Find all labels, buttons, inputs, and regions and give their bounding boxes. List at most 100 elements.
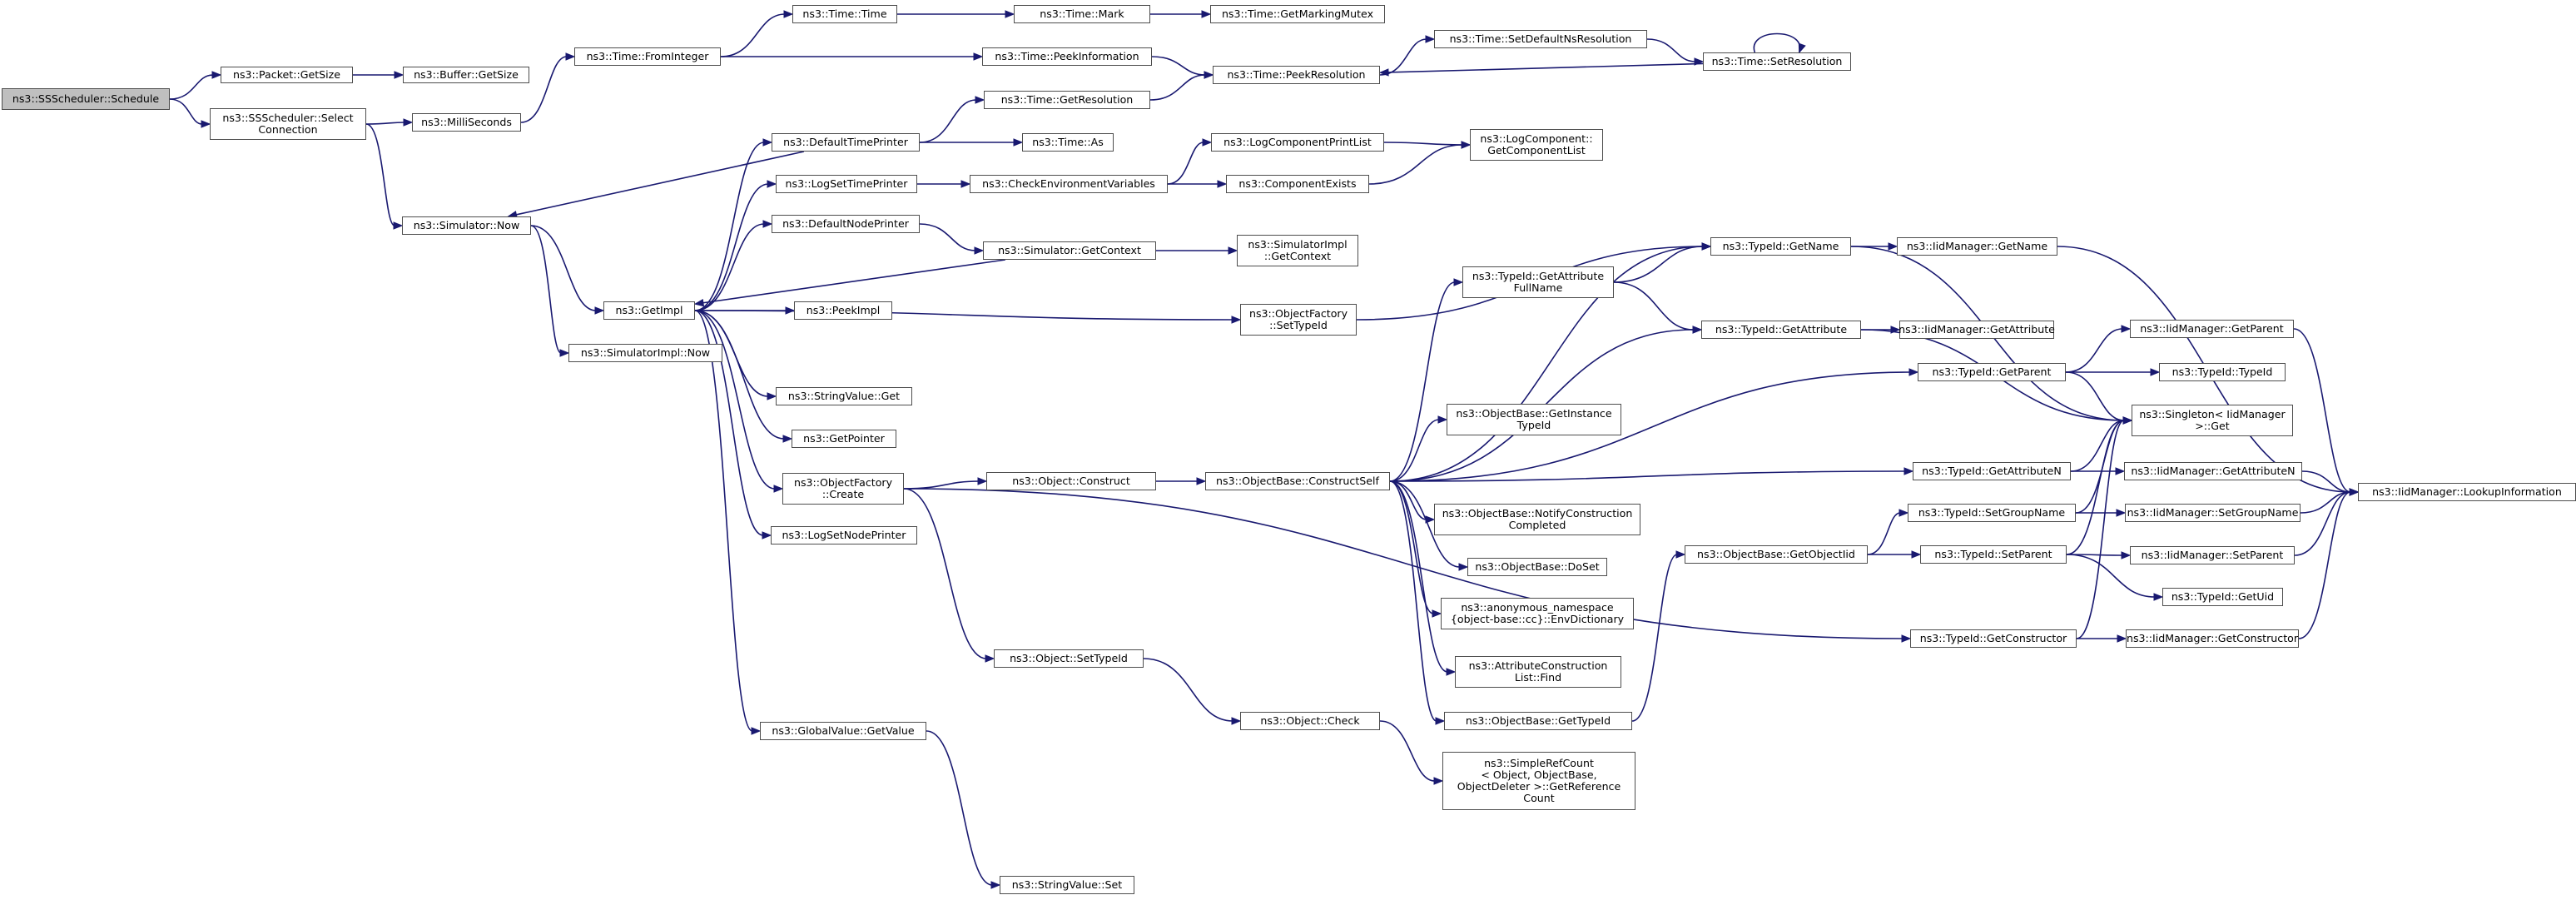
graph-node-sim-getcontext[interactable]: ns3::Simulator::GetContext: [983, 241, 1156, 260]
graph-node-objfact-settypeid[interactable]: ns3::ObjectFactory ::SetTypeId: [1240, 304, 1357, 336]
graph-node-anon-envdict[interactable]: ns3::anonymous_namespace {object-base::c…: [1441, 598, 1634, 629]
graph-node-logcomp-getlist[interactable]: ns3::LogComponent:: GetComponentList: [1470, 129, 1603, 161]
graph-node-deftimeprinter[interactable]: ns3::DefaultTimePrinter: [772, 133, 920, 152]
edge-getobjectiid-to-typeid-setgroupname: [1867, 509, 1909, 555]
graph-node-getpointer[interactable]: ns3::GetPointer: [792, 430, 896, 448]
edge-checkenv-to-logcompprintlist: [1167, 138, 1213, 185]
graph-node-iid-getattr[interactable]: ns3::IidManager::GetAttribute: [1898, 321, 2055, 339]
graph-node-stringvalue-set[interactable]: ns3::StringValue::Set: [1000, 876, 1134, 894]
graph-node-typeid-getconstructor[interactable]: ns3::TypeId::GetConstructor: [1910, 629, 2077, 648]
graph-node-object-settypeid[interactable]: ns3::Object::SetTypeId: [994, 649, 1144, 668]
graph-node-iid-getparent[interactable]: ns3::IidManager::GetParent: [2130, 320, 2294, 338]
graph-node-millisec[interactable]: ns3::MilliSeconds: [412, 113, 521, 132]
graph-node-simimpl-now[interactable]: ns3::SimulatorImpl::Now: [568, 344, 722, 362]
edge-root-to-ss-select: [169, 98, 211, 128]
edge-typeid-getparent-to-typeid-typeid: [2066, 368, 2161, 376]
graph-node-typeid-setgroupname[interactable]: ns3::TypeId::SetGroupName: [1908, 504, 2076, 522]
edge-sim-now-to-simimpl-now: [530, 225, 570, 357]
edge-constructself-to-attrconstr-find: [1389, 480, 1457, 676]
edge-typeid-getattrn-to-iid-getattrn: [2070, 467, 2126, 475]
edge-time-time-to-time-mark: [897, 10, 1015, 18]
graph-node-singleton-get[interactable]: ns3::Singleton< IidManager >::Get: [2132, 405, 2293, 436]
edge-typeid-getattrfullname-to-typeid-getname: [1613, 242, 1712, 283]
edge-getimpl-to-objfact-create: [694, 310, 784, 493]
graph-node-typeid-typeid[interactable]: ns3::TypeId::TypeId: [2159, 363, 2286, 381]
graph-node-logcompprintlist[interactable]: ns3::LogComponentPrintList: [1211, 133, 1384, 152]
edge-deftimeprinter-to-getres: [919, 96, 985, 143]
edge-typeid-getconstructor-to-singleton-get: [2076, 416, 2133, 639]
graph-node-time-as[interactable]: ns3::Time::As: [1022, 133, 1114, 152]
graph-node-object-construct[interactable]: ns3::Object::Construct: [986, 472, 1156, 490]
edge-constructself-to-objbase-gettypeid: [1389, 480, 1446, 725]
graph-node-simimpl-getcontext[interactable]: ns3::SimulatorImpl ::GetContext: [1237, 235, 1358, 266]
edge-globalvalue-getvalue-to-stringvalue-set: [926, 730, 1001, 889]
edge-sim-now-to-getimpl: [530, 225, 605, 315]
graph-node-peekinfo[interactable]: ns3::Time::PeekInformation: [982, 47, 1152, 66]
graph-node-getimpl[interactable]: ns3::GetImpl: [603, 301, 695, 320]
graph-node-logsettimeprinter[interactable]: ns3::LogSetTimePrinter: [776, 175, 917, 193]
edge-typeid-getattrfullname-to-typeid-getattr: [1613, 281, 1703, 334]
graph-node-logsetnodeprinter[interactable]: ns3::LogSetNodePrinter: [771, 526, 917, 544]
edge-object-settypeid-to-object-check: [1143, 658, 1242, 725]
graph-node-typeid-setparent[interactable]: ns3::TypeId::SetParent: [1920, 545, 2067, 564]
graph-node-objbase-doset[interactable]: ns3::ObjectBase::DoSet: [1467, 558, 1607, 576]
graph-node-typeid-getparent[interactable]: ns3::TypeId::GetParent: [1918, 363, 2066, 381]
graph-node-iid-setparent[interactable]: ns3::IidManager::SetParent: [2130, 546, 2295, 564]
graph-node-typeid-getattr[interactable]: ns3::TypeId::GetAttribute: [1701, 321, 1861, 339]
graph-node-typeid-getattrn[interactable]: ns3::TypeId::GetAttributeN: [1913, 462, 2071, 480]
graph-node-iid-getname[interactable]: ns3::IidManager::GetName: [1897, 237, 2057, 256]
graph-node-peekres[interactable]: ns3::Time::PeekResolution: [1213, 66, 1380, 84]
graph-node-typeid-getuid[interactable]: ns3::TypeId::GetUid: [2162, 588, 2283, 606]
graph-node-objfact-create[interactable]: ns3::ObjectFactory ::Create: [782, 473, 904, 505]
edge-setres-to-peekres: [1378, 62, 1704, 77]
edge-typeid-getconstructor-to-iid-getconstructor: [2076, 634, 2127, 643]
edge-sim-getcontext-to-simimpl-getcontext: [1155, 246, 1238, 255]
graph-node-checkenv[interactable]: ns3::CheckEnvironmentVariables: [970, 175, 1168, 193]
graph-node-setdefns[interactable]: ns3::Time::SetDefaultNsResolution: [1434, 30, 1647, 48]
graph-node-getobjectiid[interactable]: ns3::ObjectBase::GetObjectIid: [1685, 545, 1868, 564]
graph-node-object-check[interactable]: ns3::Object::Check: [1240, 712, 1380, 730]
graph-node-stringvalue-get[interactable]: ns3::StringValue::Get: [776, 387, 912, 405]
edge-getimpl-to-logsetnodeprinter: [694, 310, 772, 540]
edge-typeid-setgroupname-to-iid-setgroupname: [2075, 509, 2127, 517]
graph-node-simplerefcount[interactable]: ns3::SimpleRefCount < Object, ObjectBase…: [1442, 752, 1635, 810]
edge-ss-select-to-millisec: [365, 118, 414, 127]
edge-deftimeprinter-to-time-as: [919, 138, 1024, 147]
graph-node-getmarkingmutex[interactable]: ns3::Time::GetMarkingMutex: [1210, 5, 1385, 23]
graph-node-constructself[interactable]: ns3::ObjectBase::ConstructSelf: [1205, 472, 1390, 490]
graph-node-time-time[interactable]: ns3::Time::Time: [792, 5, 897, 23]
graph-node-iid-lookup[interactable]: ns3::IidManager::LookupInformation: [2358, 483, 2576, 501]
edge-constructself-to-typeid-getattrfullname: [1389, 278, 1464, 482]
edge-object-construct-to-constructself: [1156, 477, 1207, 485]
edge-constructself-to-typeid-getparent: [1389, 368, 1919, 482]
graph-node-compexists[interactable]: ns3::ComponentExists: [1226, 175, 1369, 193]
graph-node-typeid-getattrfullname[interactable]: ns3::TypeId::GetAttribute FullName: [1462, 266, 1614, 298]
graph-node-iid-getattrn[interactable]: ns3::IidManager::GetAttributeN: [2124, 462, 2302, 480]
edge-frominteger-to-time-time: [720, 10, 794, 57]
edge-objfact-create-to-object-settypeid: [903, 488, 995, 663]
graph-node-ss-select[interactable]: ns3::SSScheduler::Select Connection: [210, 108, 366, 140]
edge-packet-getsize-to-buffer-getsize: [353, 71, 405, 79]
graph-node-iid-setgroupname[interactable]: ns3::IidManager::SetGroupName: [2125, 504, 2301, 522]
graph-node-frominteger[interactable]: ns3::Time::FromInteger: [574, 47, 721, 66]
graph-node-attrconstr-find[interactable]: ns3::AttributeConstruction List::Find: [1455, 656, 1621, 688]
graph-node-globalvalue-getvalue[interactable]: ns3::GlobalValue::GetValue: [760, 722, 926, 740]
edge-root-to-packet-getsize: [169, 71, 222, 100]
edge-object-check-to-simplerefcount: [1379, 720, 1444, 785]
graph-node-buffer-getsize[interactable]: ns3::Buffer::GetSize: [403, 67, 529, 83]
edge-ss-select-to-sim-now: [365, 123, 404, 230]
graph-node-typeid-getname[interactable]: ns3::TypeId::GetName: [1710, 237, 1851, 256]
graph-node-getres[interactable]: ns3::Time::GetResolution: [984, 91, 1150, 109]
graph-node-notifyconstr[interactable]: ns3::ObjectBase::NotifyConstruction Comp…: [1434, 504, 1640, 535]
graph-node-defnodeprinter[interactable]: ns3::DefaultNodePrinter: [772, 215, 920, 233]
graph-node-iid-getconstructor[interactable]: ns3::IidManager::GetConstructor: [2126, 629, 2299, 648]
graph-node-objbase-gettypeid[interactable]: ns3::ObjectBase::GetTypeId: [1444, 712, 1632, 730]
graph-node-peekimpl[interactable]: ns3::PeekImpl: [794, 301, 892, 320]
graph-node-packet-getsize[interactable]: ns3::Packet::GetSize: [221, 67, 353, 83]
graph-node-sim-now[interactable]: ns3::Simulator::Now: [402, 216, 531, 235]
edge-sim-getcontext-to-getimpl: [693, 259, 1005, 307]
edge-getobjectiid-to-typeid-setparent: [1867, 550, 1922, 559]
graph-node-objbase-getinstance[interactable]: ns3::ObjectBase::GetInstance TypeId: [1447, 404, 1621, 435]
graph-node-time-mark[interactable]: ns3::Time::Mark: [1014, 5, 1150, 23]
graph-node-setres[interactable]: ns3::Time::SetResolution: [1703, 52, 1851, 71]
